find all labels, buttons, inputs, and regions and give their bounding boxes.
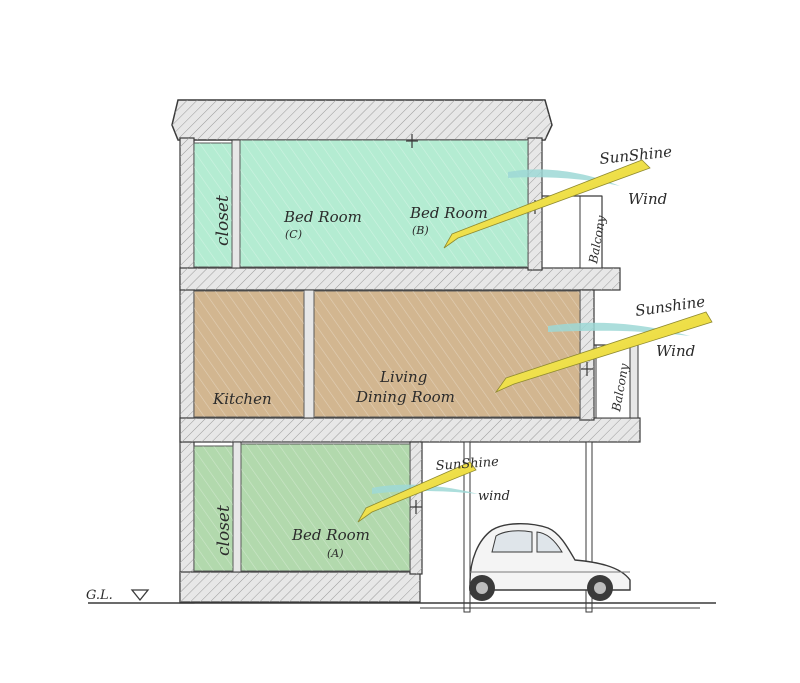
label-bedroom-a-tag: (A) [327, 547, 344, 560]
climate-arrows [357, 159, 713, 523]
label-living: Living [379, 368, 427, 386]
ground [88, 589, 716, 609]
carport-column-right [585, 441, 593, 613]
label-kitchen: Kitchen [212, 390, 272, 408]
label-closet-lower: closet [214, 505, 234, 556]
partition-middle [303, 289, 315, 419]
label-wind-lower: wind [478, 489, 510, 504]
label-bedroom-b-tag: (B) [412, 224, 429, 237]
labels: closet Bed Room (C) Bed Room (B) Kitchen… [86, 142, 706, 603]
carport-column-left [463, 441, 471, 613]
balconies [542, 195, 639, 419]
partition-upper [231, 139, 241, 269]
wind-arrow-middle [548, 322, 690, 336]
partition-lower [232, 441, 242, 573]
label-bedroom-c-tag: (C) [285, 228, 302, 241]
label-dining-room: Dining Room [355, 388, 455, 406]
sun-arrow-middle [494, 311, 713, 393]
ground-level-marker [130, 589, 150, 602]
label-wind-upper: Wind [628, 190, 667, 208]
sun-arrow-lower [357, 461, 477, 523]
label-sunshine-upper: SunShine [599, 142, 673, 168]
rooms [193, 139, 581, 572]
label-closet-upper: closet [213, 195, 233, 246]
wind-arrow-upper [508, 169, 620, 186]
label-bedroom-c: Bed Room [283, 208, 362, 226]
label-sunshine-lower: SunShine [435, 455, 499, 474]
label-ground-level: G.L. [86, 588, 113, 603]
label-bedroom-a: Bed Room [291, 526, 370, 544]
sun-arrow-upper [443, 159, 651, 249]
label-bedroom-b: Bed Room [409, 204, 488, 222]
label-wind-middle: Wind [656, 342, 695, 360]
car [469, 523, 631, 601]
